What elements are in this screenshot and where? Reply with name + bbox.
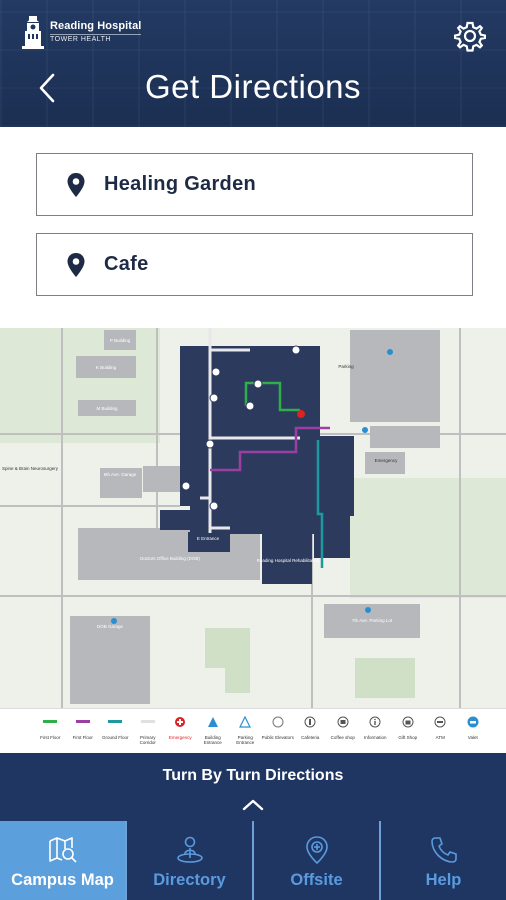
map-label-parking-lot: 7th Ave. Parking Lot: [352, 618, 393, 623]
legend-public-elevators: Public Elevators: [262, 715, 295, 740]
map-label-p-building: P Building: [110, 338, 131, 343]
back-chevron-icon[interactable]: [36, 72, 58, 104]
info-icon: [369, 716, 381, 728]
legend-parking-entrance: Parking Entrance: [229, 715, 262, 746]
hospital-logo: Reading Hospital TOWER HEALTH: [22, 14, 142, 50]
gear-icon[interactable]: [454, 20, 486, 52]
nav-label-offsite: Offsite: [290, 871, 343, 889]
nav-campus-map[interactable]: Campus Map: [0, 821, 125, 900]
legend-gift-shop: Gift Shop: [392, 715, 425, 740]
legend-primary-corridor: Primary Corridor: [132, 715, 165, 746]
map-label-dob: Doctors Office Building (DOB): [140, 556, 200, 561]
map-legend: First Floor First Floor Ground Floor Pri…: [0, 708, 506, 753]
legend-first-floor-green: First Floor: [34, 715, 67, 740]
logo-subtitle: TOWER HEALTH: [50, 34, 142, 44]
location-pin-icon: [67, 172, 85, 197]
origin-field[interactable]: Healing Garden: [36, 153, 473, 216]
legend-building-entrance: Building Entrance: [197, 715, 230, 746]
nav-help[interactable]: Help: [379, 821, 506, 900]
legend-first-floor-purple: First Floor: [67, 715, 100, 740]
map-label-garage: 6th Ave. Garage: [104, 472, 137, 477]
legend-coffee-shop: Coffee shop: [327, 715, 360, 740]
map-search-icon: [48, 837, 77, 863]
phone-icon: [430, 837, 457, 863]
turn-by-turn-label: Turn By Turn Directions: [162, 767, 344, 784]
page-title: Get Directions: [144, 68, 362, 105]
map-label-emergency: Emergency: [375, 458, 399, 463]
app-header: Reading Hospital TOWER HEALTH Get Direct…: [0, 0, 506, 127]
nav-label-help: Help: [425, 871, 462, 889]
nav-offsite[interactable]: Offsite: [252, 821, 379, 900]
destination-value: Cafe: [104, 253, 149, 275]
gift-icon: [402, 716, 414, 728]
emergency-icon: [175, 717, 186, 727]
triangle-outline-icon: [239, 716, 252, 728]
cafeteria-icon: [304, 716, 316, 728]
coffee-icon: [337, 716, 349, 728]
triangle-filled-icon: [207, 717, 218, 727]
location-pin-icon: [67, 252, 85, 277]
atm-icon: [434, 716, 446, 728]
bottom-nav: Campus Map Directory Offsite Help: [0, 821, 506, 900]
nav-label-campus-map: Campus Map: [11, 871, 114, 889]
map-label-parking: Parking: [338, 364, 354, 369]
turn-by-turn-panel[interactable]: Turn By Turn Directions: [0, 753, 506, 821]
chevron-up-icon[interactable]: [241, 797, 265, 811]
map-label-dob-garage: DOB Garage: [97, 624, 124, 629]
destination-field[interactable]: Cafe: [36, 233, 473, 296]
legend-emergency: Emergency: [164, 715, 197, 740]
map-label-m-building: M Building: [96, 406, 118, 411]
legend-cafeteria: Cafeteria: [294, 715, 327, 740]
nav-label-directory: Directory: [153, 871, 226, 889]
legend-ground-floor: Ground Floor: [99, 715, 132, 740]
map-label-e-entrance: E Entrance: [197, 536, 220, 541]
person-pin-icon: [176, 836, 203, 863]
legend-information: Information: [359, 715, 392, 740]
location-plus-icon: [305, 836, 328, 865]
origin-value: Healing Garden: [104, 173, 257, 195]
legend-valet: Valet: [457, 715, 490, 740]
circle-outline-icon: [272, 716, 284, 728]
nav-directory[interactable]: Directory: [125, 821, 252, 900]
map-label-rehab: Reading Hospital Rehabilitation: [257, 558, 320, 563]
header-background: [0, 0, 506, 127]
campus-map[interactable]: P Building K Building M Building 6th Ave…: [0, 328, 506, 708]
clock-tower-icon: [22, 16, 44, 49]
logo-name: Reading Hospital: [50, 20, 142, 33]
map-label-spine: Spine & Brain Neurosurgery: [2, 466, 59, 471]
map-label-k-building: K Building: [96, 365, 117, 370]
legend-atm: ATM: [424, 715, 457, 740]
valet-icon: [467, 716, 479, 728]
